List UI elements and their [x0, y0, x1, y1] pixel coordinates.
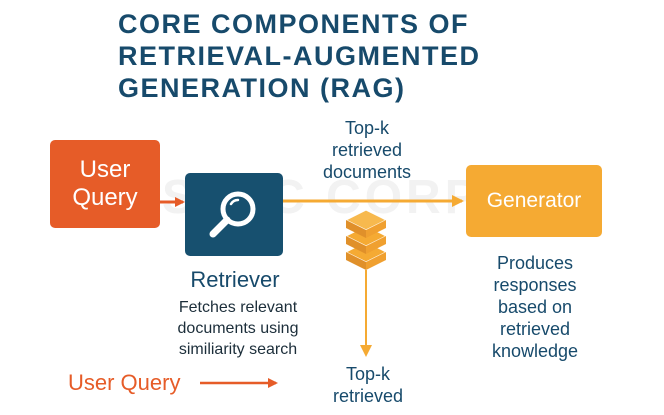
edge-label-top-line-2: retrieved	[331, 140, 403, 160]
stacked-layers-icon	[344, 209, 388, 270]
title-line-2: RETRIEVAL-AUGMENTED	[118, 41, 481, 71]
edge-label-top-line-3: documents	[322, 162, 412, 182]
user-query-line-1: User	[79, 156, 131, 183]
user-query-line-2: Query	[72, 184, 138, 211]
retriever-desc-line-2: documents using	[177, 320, 299, 337]
retriever-node	[185, 173, 283, 256]
gen-desc-line-4: retrieved	[499, 319, 571, 339]
edge-label-bottom: Top-k retrieved	[318, 363, 418, 407]
retriever-desc-line-1: Fetches relevant	[178, 299, 298, 316]
generator-node: Generator	[466, 165, 602, 237]
gen-desc-line-3: based on	[497, 297, 573, 317]
edge-label-bottom-line-1: Top-k	[345, 364, 390, 384]
legend-user-query: User Query	[68, 370, 181, 395]
edge-label-bottom-line-2: retrieved	[332, 386, 404, 406]
gen-desc-line-5: knowledge	[491, 341, 579, 361]
retriever-label: Retriever	[190, 267, 280, 292]
title-line-3: GENERATION (RAG)	[118, 73, 406, 103]
edge-label-top-line-1: Top-k	[344, 118, 389, 138]
retriever-desc-line-3: similiarity search	[178, 341, 298, 358]
title-line-1: CORE COMPONENTS OF	[118, 9, 470, 39]
diagram-title: CORE COMPONENTS OF RETRIEVAL-AUGMENTED G…	[118, 8, 658, 104]
edge-label-top: Top-k retrieved documents	[302, 117, 432, 183]
gen-desc-line-2: responses	[493, 275, 577, 295]
magnifier-icon	[209, 191, 256, 237]
user-query-node: User Query	[50, 140, 160, 228]
retriever-description: Fetches relevant documents using similia…	[160, 297, 316, 360]
gen-desc-line-1: Produces	[496, 253, 574, 273]
generator-description: Produces responses based on retrieved kn…	[462, 252, 608, 362]
